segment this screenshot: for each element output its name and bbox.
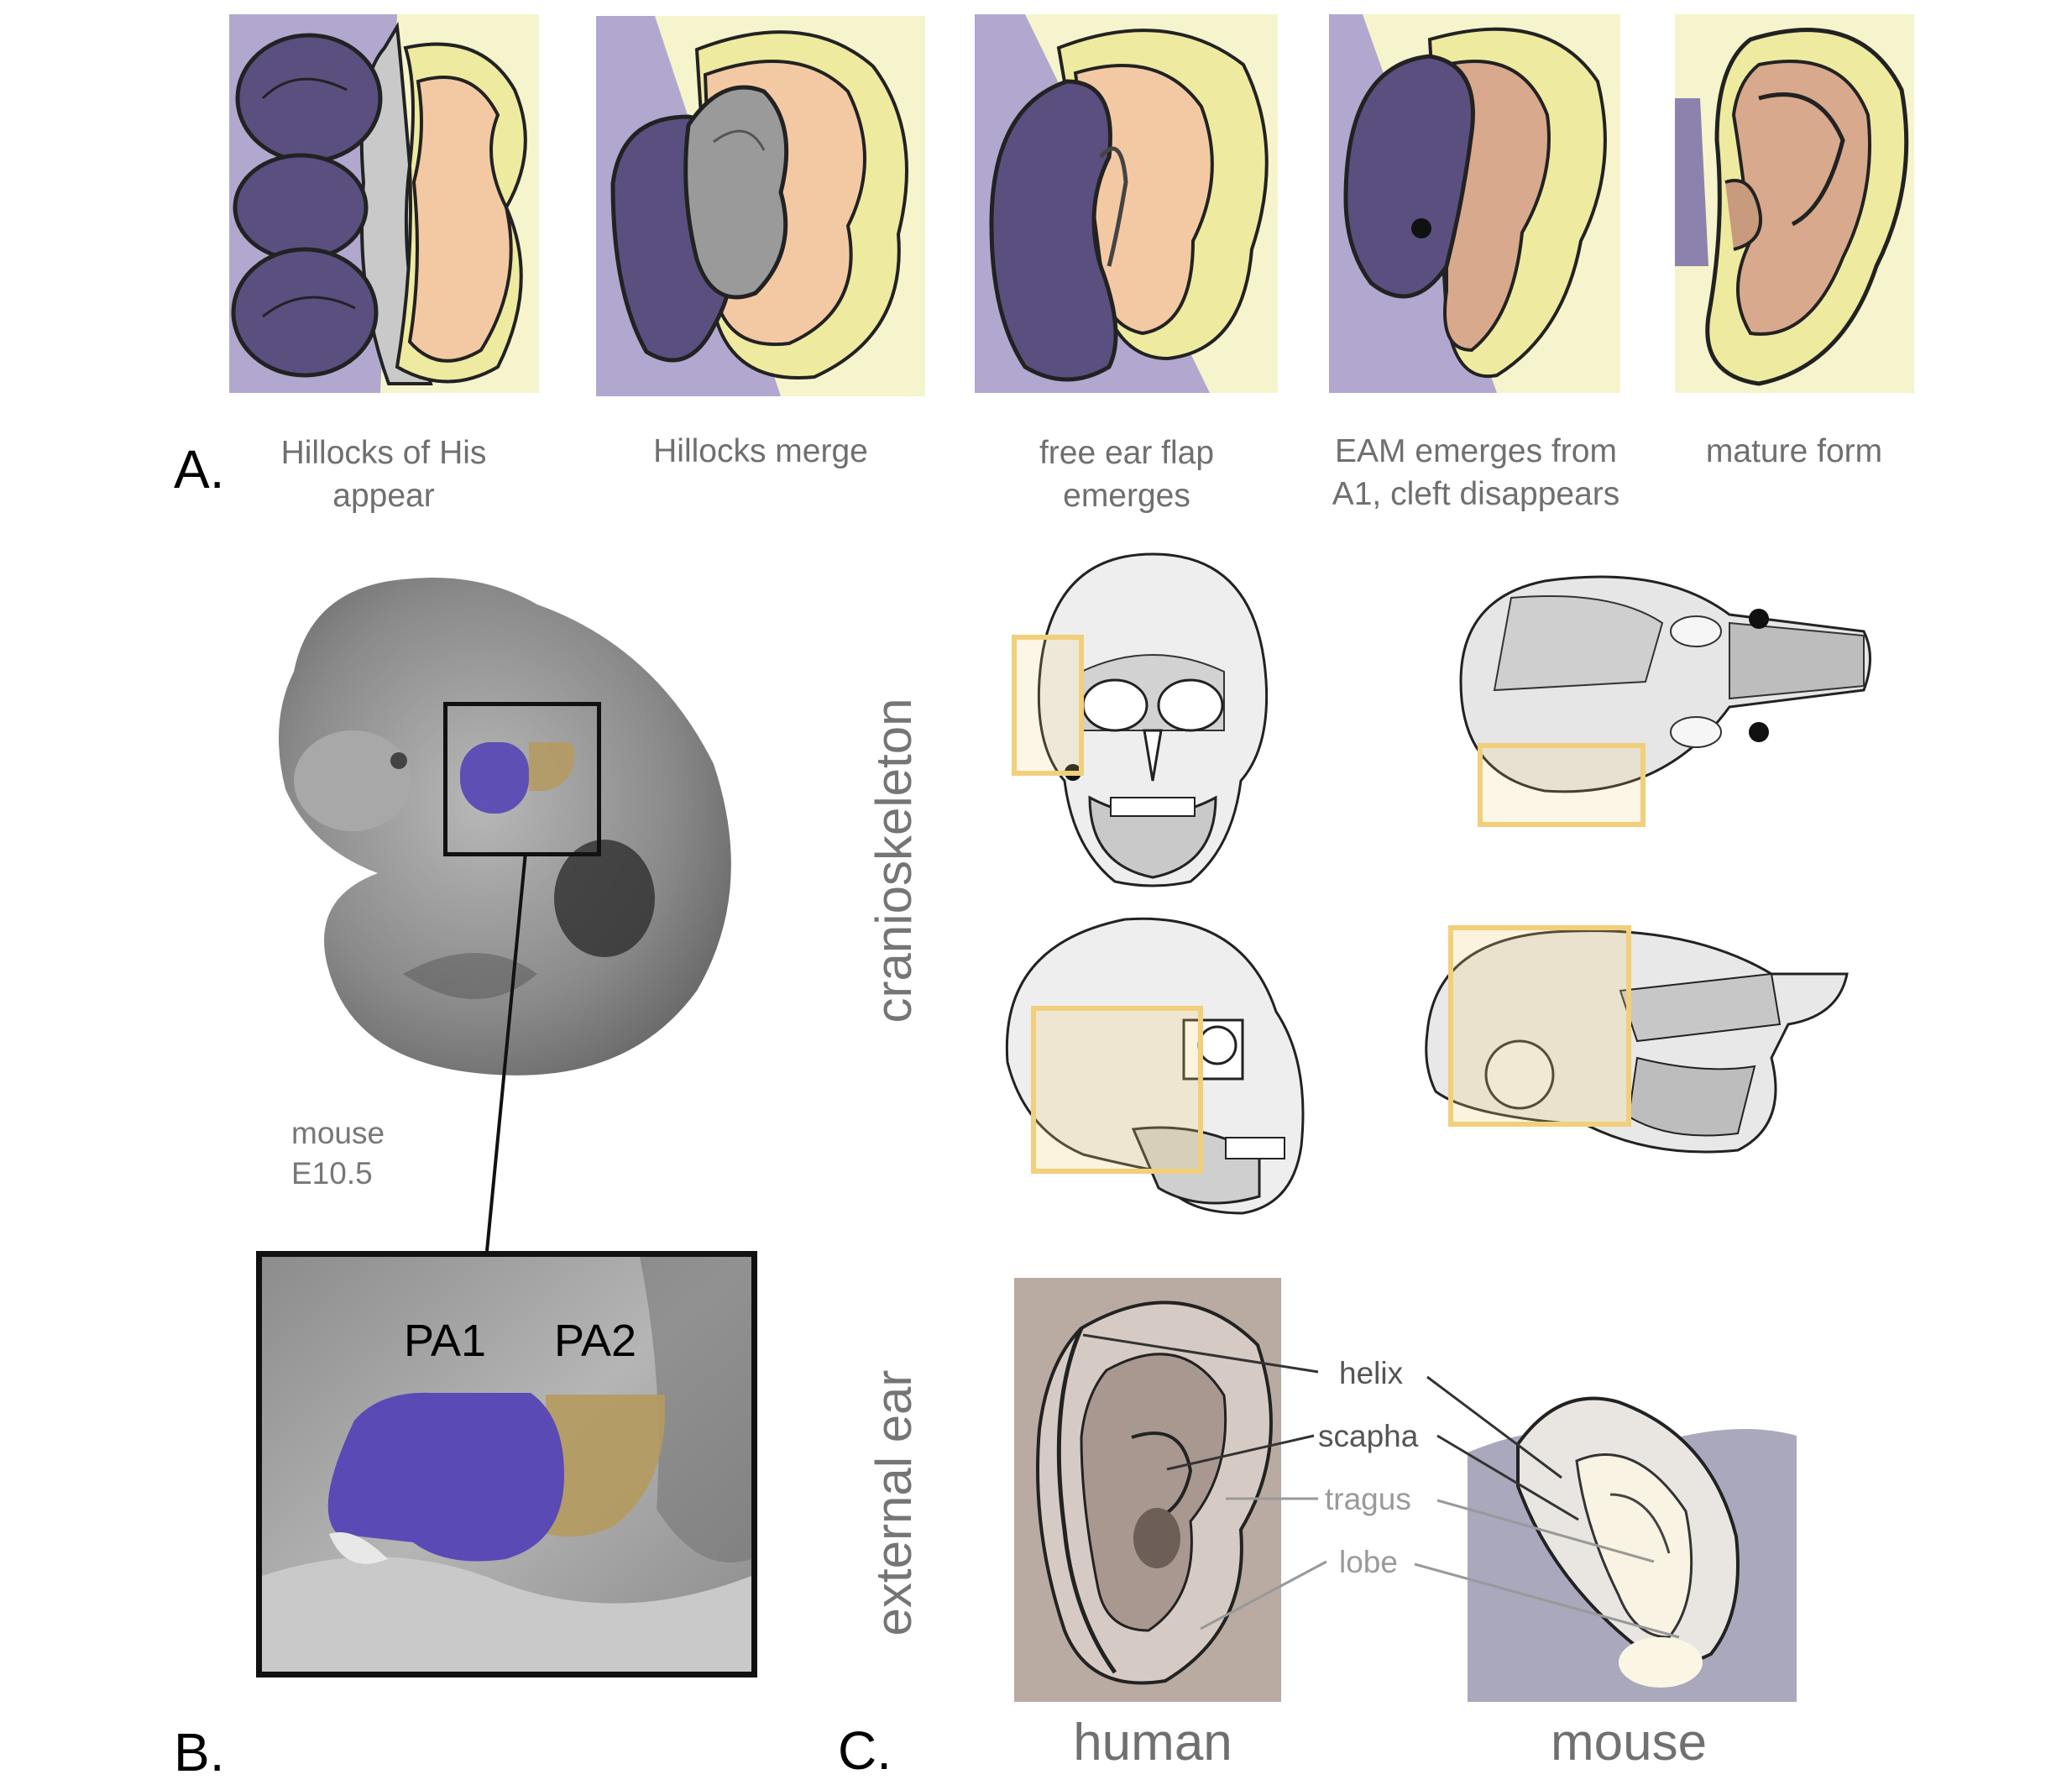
mouse-skull-dorsal-drawing (1459, 575, 1871, 793)
stage-2-caption: Hillocks merge (653, 433, 868, 469)
stage-2-drawing (596, 16, 925, 396)
stage-4-illustration (1329, 14, 1620, 393)
zoom-region-box (443, 702, 601, 856)
pa1-label: PA1 (404, 1316, 487, 1366)
mouse-embryo-drawing (279, 578, 731, 1076)
species-label-human: human (1073, 1714, 1232, 1772)
row-label-cranioskeleton: cranioskeleton (866, 698, 922, 1023)
stage-4-drawing (1329, 14, 1620, 393)
human-skull-frontal-drawing (1037, 552, 1269, 887)
human-ear-drawing (1014, 1278, 1281, 1702)
mouse-ear-illustration (1468, 1385, 1797, 1702)
mouse-lateral-ear-box (1448, 925, 1631, 1127)
row-label-external-ear: external ear (866, 1369, 922, 1636)
pa2-label: PA2 (554, 1316, 637, 1366)
mouse-skull-lateral-drawing (1425, 929, 1849, 1154)
stage-1-illustration (229, 14, 539, 393)
mouse-embryo-image (260, 571, 764, 1091)
stage-5-drawing (1675, 14, 1914, 393)
mouse-skull-lateral (1419, 924, 1855, 1167)
stage-5-caption: mature form (1705, 433, 1883, 469)
mouse-dorsal-ear-box (1478, 743, 1646, 827)
zoom-connector-line (485, 852, 527, 1251)
human-lateral-ear-box (1031, 1006, 1203, 1174)
ear-label-tragus: tragus (1325, 1482, 1411, 1516)
panel-b-letter: B. (174, 1722, 225, 1782)
stage-1-caption: Hillocks of His appear (280, 435, 487, 514)
pa1-small (460, 742, 529, 814)
stage-1-drawing (229, 14, 539, 393)
ear-label-leaders (1082, 1333, 1680, 1639)
human-skull-frontal (1031, 546, 1274, 890)
stage-5-illustration (1675, 14, 1914, 393)
embryo-stage-label: mouse E10.5 (291, 1116, 385, 1191)
human-frontal-ear-box (1012, 635, 1084, 776)
human-skull-lateral-drawing (1005, 917, 1305, 1215)
branchial-arch-zoom (256, 1251, 757, 1677)
stage-3-illustration (975, 14, 1278, 393)
stage-3-drawing (975, 14, 1278, 393)
human-skull-lateral (991, 911, 1326, 1217)
mouse-skull-dorsal (1444, 564, 1881, 808)
ear-label-helix: helix (1339, 1356, 1404, 1390)
panel-c-letter: C. (838, 1720, 892, 1781)
stage-4-caption: EAM emerges from A1, cleft disappears (1332, 433, 1620, 512)
mouse-ear-drawing (1468, 1385, 1797, 1702)
branchial-arch-drawing (262, 1257, 751, 1672)
ear-label-lobe: lobe (1339, 1545, 1398, 1579)
panel-a-letter: A. (174, 439, 225, 500)
stage-3-caption: free ear flap emerges (1039, 435, 1215, 514)
human-ear-illustration (1014, 1278, 1281, 1702)
species-label-mouse: mouse (1550, 1714, 1708, 1772)
ear-label-scapha: scapha (1318, 1419, 1419, 1453)
stage-2-illustration (596, 16, 925, 396)
